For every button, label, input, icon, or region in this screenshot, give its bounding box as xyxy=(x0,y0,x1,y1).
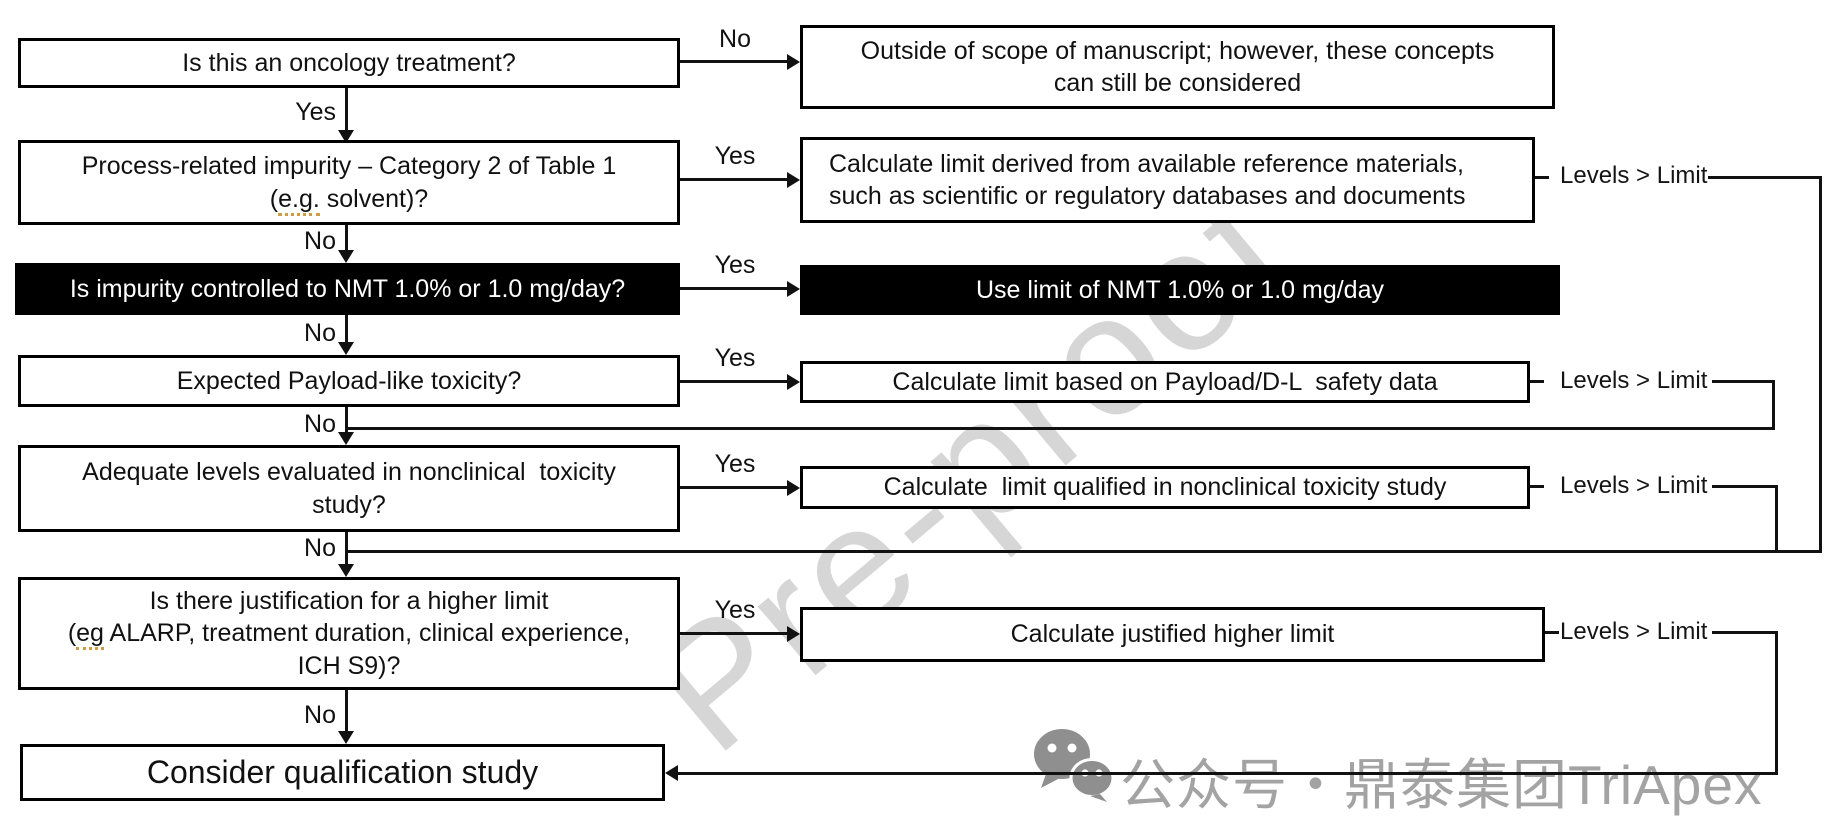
connector-q6-right xyxy=(680,632,787,635)
arrowhead-q1-right xyxy=(787,54,800,70)
decision-box-higher-limit-justification: Is there justification for a higher limi… xyxy=(18,577,680,690)
arrowhead-q3-down xyxy=(338,342,354,355)
outcome-payload-limit-text: Calculate limit based on Payload/D-L saf… xyxy=(892,367,1438,396)
feedback-line-to-consider xyxy=(678,772,1778,775)
decision-box-payload-text: Expected Payload-like toxicity? xyxy=(176,366,522,395)
connector-q1-right xyxy=(680,60,787,63)
levels4-drop-line xyxy=(1775,631,1778,775)
edge-label-q5-yes: Yes xyxy=(714,450,756,478)
outcome-box-nonclinical-limit: Calculate limit qualified in nonclinical… xyxy=(800,466,1530,509)
arrowhead-q6-right xyxy=(787,626,800,642)
tick-reference-levels xyxy=(1535,176,1549,179)
edge-label-q5-no: No xyxy=(304,534,336,562)
arrowhead-q1-down xyxy=(338,130,354,143)
levels-limit-label-1: Levels > Limit xyxy=(1560,162,1708,189)
outcome-use-limit-text: Use limit of NMT 1.0% or 1.0 mg/day xyxy=(975,275,1384,304)
connector-q1-down xyxy=(345,88,348,132)
decision-box-justify-line2: (eg ALARP, treatment duration, clinical … xyxy=(68,617,630,651)
levels3-stub-line xyxy=(1712,485,1778,488)
preproof-watermark: Pre-proof xyxy=(383,0,1558,840)
edge-label-q1-yes: Yes xyxy=(295,98,336,126)
levels-limit-label-3: Levels > Limit xyxy=(1560,472,1708,499)
levels3-drop-line xyxy=(1775,485,1778,553)
arrowhead-q4-down xyxy=(338,432,354,445)
connector-q3-down xyxy=(345,315,348,345)
decision-box-payload-toxicity: Expected Payload-like toxicity? xyxy=(18,355,680,407)
outcome-outside-line1: Outside of scope of manuscript; however,… xyxy=(860,36,1495,65)
spellcheck-underline-eg1: e.g. xyxy=(278,184,320,216)
tick-higher-levels xyxy=(1545,631,1559,634)
connector-q5-down xyxy=(345,532,348,566)
arrowhead-into-consider xyxy=(665,765,678,781)
arrowhead-q2-right xyxy=(787,172,800,188)
decision-box-nmt-control: Is impurity controlled to NMT 1.0% or 1.… xyxy=(15,263,680,315)
arrowhead-q5-down xyxy=(338,564,354,577)
outcome-justified-limit-text: Calculate justified higher limit xyxy=(1010,620,1335,649)
far-right-vertical-line xyxy=(1819,176,1822,553)
connector-q3-right xyxy=(680,287,787,290)
outcome-outside-line2: can still be considered xyxy=(1053,69,1302,97)
decision-box-nonclinical-levels: Adequate levels evaluated in nonclinical… xyxy=(18,445,680,532)
levels-limit-label-2: Levels > Limit xyxy=(1560,367,1708,394)
decision-box-adequate-line2: study? xyxy=(312,490,386,519)
outcome-box-payload-limit: Calculate limit based on Payload/D-L saf… xyxy=(800,361,1530,403)
decision-box-process-line1: Process-related impurity – Category 2 of… xyxy=(81,152,617,180)
outcome-box-reference-limit: Calculate limit derived from available r… xyxy=(800,137,1535,223)
outcome-nonclinical-limit-text: Calculate limit qualified in nonclinical… xyxy=(883,473,1447,502)
arrowhead-q6-down xyxy=(338,731,354,744)
levels1-trail-line xyxy=(1708,176,1822,179)
edge-label-q6-yes: Yes xyxy=(714,596,756,624)
spellcheck-underline-eg2: eg xyxy=(76,619,104,651)
edge-label-q3-yes: Yes xyxy=(714,251,756,279)
levels-limit-label-4: Levels > Limit xyxy=(1560,618,1708,645)
connector-q5-right xyxy=(680,486,787,489)
levels2-stub-line xyxy=(1712,380,1775,383)
feedback-line-to-q6 xyxy=(346,550,1822,553)
tick-nonclinical-levels xyxy=(1530,485,1544,488)
arrowhead-q3-right xyxy=(787,281,800,297)
decision-box-process-line2: (e.g. solvent)? xyxy=(270,183,428,216)
edge-label-q6-no: No xyxy=(304,701,336,729)
arrowhead-q5-right xyxy=(787,480,800,496)
connector-q2-down xyxy=(345,225,348,253)
feedback-line-to-q5 xyxy=(346,427,1775,430)
edge-label-q4-no: No xyxy=(304,410,336,438)
terminal-box-qualification-text: Consider qualification study xyxy=(146,753,539,790)
decision-box-nmt-text: Is impurity controlled to NMT 1.0% or 1.… xyxy=(69,274,626,303)
edge-label-q2-no: No xyxy=(304,227,336,255)
decision-box-process-impurity: Process-related impurity – Category 2 of… xyxy=(18,140,680,225)
arrowhead-q4-right xyxy=(787,374,800,390)
outcome-reference-line2: such as scientific or regulatory databas… xyxy=(829,182,1466,210)
edge-label-q2-yes: Yes xyxy=(714,142,756,170)
connector-q4-down xyxy=(345,407,348,435)
outcome-reference-line1: Calculate limit derived from available r… xyxy=(829,149,1464,178)
levels2-drop-line xyxy=(1772,380,1775,430)
arrowhead-q2-down xyxy=(338,250,354,263)
decision-box-oncology-text: Is this an oncology treatment? xyxy=(182,48,516,77)
footer-account-watermark: 公众号・鼎泰集团TriApex xyxy=(1120,754,1763,816)
decision-box-oncology: Is this an oncology treatment? xyxy=(18,38,680,88)
decision-box-justify-line1: Is there justification for a higher limi… xyxy=(149,586,549,615)
connector-q4-right xyxy=(680,380,787,383)
edge-label-q3-no: No xyxy=(304,319,336,347)
levels4-stub-line xyxy=(1712,631,1778,634)
outcome-box-use-limit: Use limit of NMT 1.0% or 1.0 mg/day xyxy=(800,265,1560,315)
decision-box-justify-line3: ICH S9)? xyxy=(297,651,401,680)
outcome-box-justified-limit: Calculate justified higher limit xyxy=(800,607,1545,662)
edge-label-q1-no: No xyxy=(719,25,751,53)
connector-q2-right xyxy=(680,178,787,181)
tick-payload-levels xyxy=(1530,380,1544,383)
decision-box-adequate-line1: Adequate levels evaluated in nonclinical… xyxy=(82,458,616,486)
terminal-box-qualification-study: Consider qualification study xyxy=(20,744,665,801)
outcome-box-outside-scope: Outside of scope of manuscript; however,… xyxy=(800,25,1555,109)
wechat-logo-icon xyxy=(1032,726,1116,807)
connector-q6-down xyxy=(345,690,348,733)
edge-label-q4-yes: Yes xyxy=(714,344,756,372)
